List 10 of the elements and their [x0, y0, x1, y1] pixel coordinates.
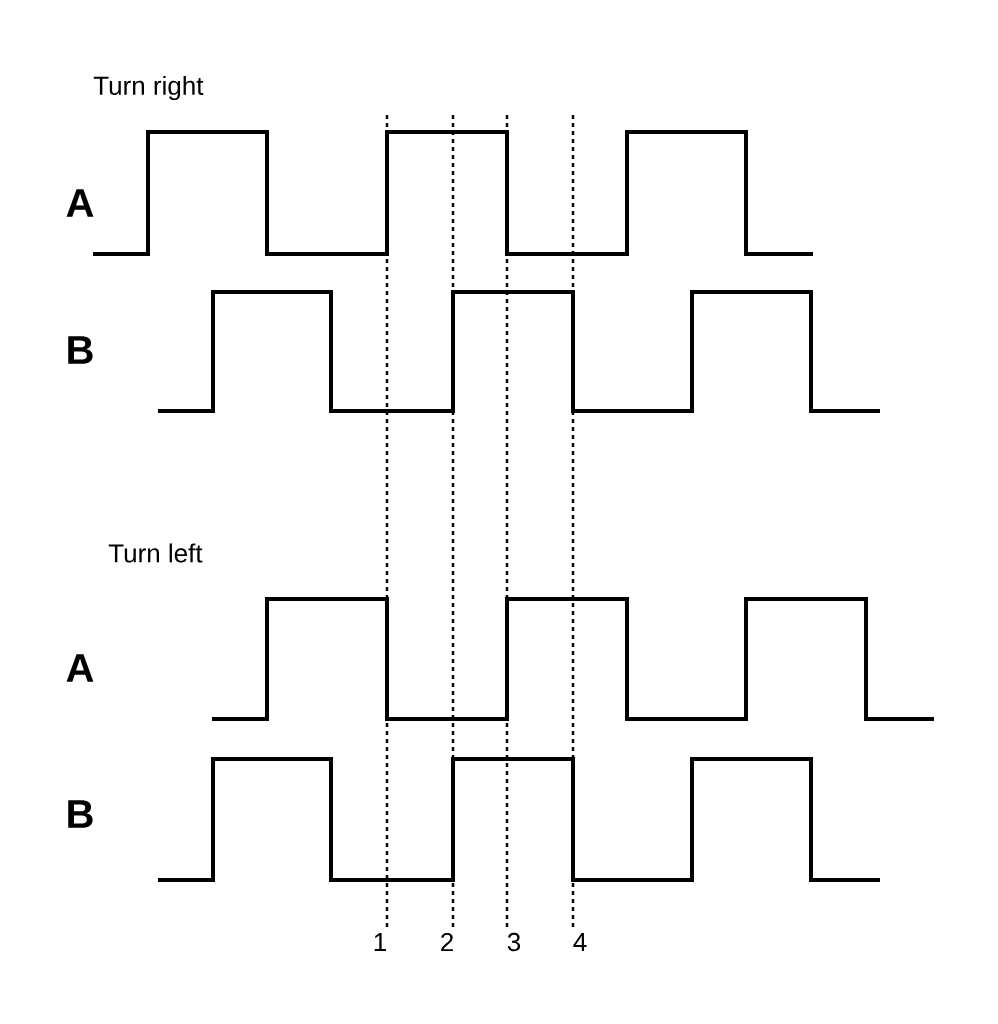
position-number: 3 [507, 932, 521, 952]
position-number: 1 [374, 933, 386, 951]
position-number: 2 [441, 932, 453, 952]
heading: Turn left [108, 543, 203, 563]
heading: Turn right [93, 75, 204, 101]
signal-label: B [68, 336, 93, 364]
signal-label: A [66, 189, 94, 217]
signal-label: A [66, 654, 94, 682]
signal-label: B [68, 800, 93, 828]
position-number: 4 [573, 933, 587, 951]
